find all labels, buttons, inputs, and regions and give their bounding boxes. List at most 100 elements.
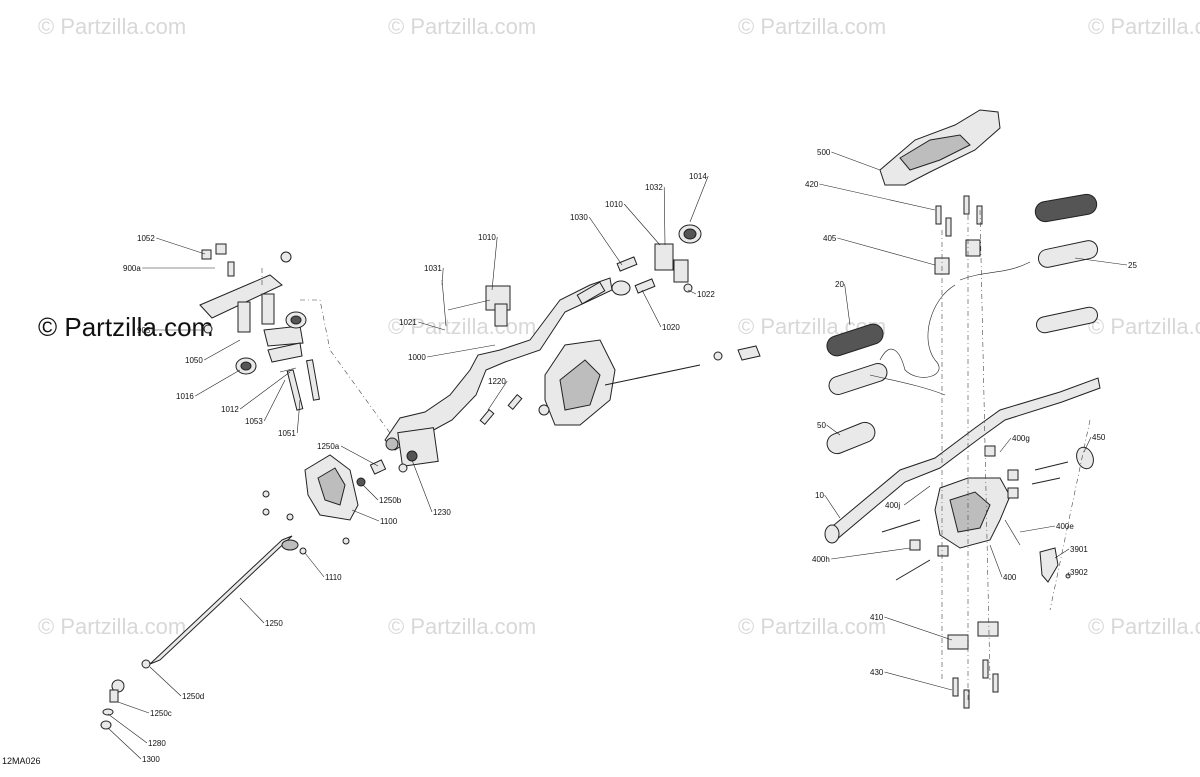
bolt [963,689,970,709]
callout-label: 1250d [182,692,204,701]
clamp-cap [965,239,981,257]
clamp-block [673,259,689,283]
callout-leader [663,186,666,246]
screw [262,490,270,498]
watermark: © Partzilla.com [388,314,536,339]
callout-leader [826,424,841,436]
watermark: © Partzilla.com [1088,314,1200,339]
callout-label: 1051 [278,429,296,438]
clamp-assembly [199,243,396,441]
bolt [935,205,942,225]
watermark-side: © Partzilla.com [38,312,213,342]
callout-label: 400h [812,555,830,564]
throttle-cable [879,284,956,378]
collar [141,659,151,669]
callout-label: 1280 [148,739,166,748]
bolt [976,205,983,225]
steering-arm [384,224,702,473]
callout-label: 450 [1092,433,1106,442]
shaft-tube [149,535,293,665]
bolt [945,217,952,237]
callout-leader [156,237,206,255]
callout-leader [687,289,697,295]
callout-leader [117,701,150,714]
screw [286,513,294,521]
washer [356,477,366,487]
callout-leader [884,616,953,641]
callout-label: 500 [817,148,831,157]
callout-label: 900a [123,264,141,273]
throttle-cable [959,261,1031,281]
callout-leader [362,484,379,501]
callout-label: 1010 [605,200,623,209]
callout-leader [588,216,623,266]
callout-label: 420 [805,180,819,189]
bolt [963,195,970,215]
callout-leader [340,445,379,467]
callout-label: 1300 [142,755,160,764]
callout-label: 1110 [325,573,342,582]
assembly-line [1049,419,1091,611]
bolt [1031,477,1061,485]
callout-label: 400g [1012,434,1030,443]
spring-pin [279,367,297,373]
callout-leader [623,203,661,246]
nut [215,243,227,255]
callout-layer: 1052900a90510501016101210531051103110101… [107,148,1137,764]
callout-leader [411,459,433,513]
watermark: © Partzilla.com [738,614,886,639]
nut [203,324,213,334]
callout-leader [831,547,911,560]
tube [576,281,606,305]
callout-leader [195,369,241,397]
callout-label: 1250a [317,442,340,451]
callout-label: 1220 [488,377,506,386]
grip-sleeve [828,363,888,395]
grip-sleeve [1037,240,1099,268]
callout-label: 1014 [689,172,707,181]
callout-leader [263,379,286,422]
callout-leader [239,597,265,624]
callout-leader [1083,436,1092,453]
callout-label: 3902 [1070,568,1088,577]
clamp-block [654,243,674,271]
nut [937,545,949,557]
callout-leader [107,713,148,744]
grip-sleeve [826,421,876,455]
callout-label: 1016 [176,392,194,401]
callout-leader [240,371,291,410]
nut [1007,469,1019,481]
grip [1034,193,1098,223]
spring [1004,519,1021,546]
lower-clamp [977,621,999,637]
callout-label: 400e [1056,522,1074,531]
handlebar-end [824,524,840,544]
callout-label: 25 [1128,261,1137,270]
handlebar-pad-pattern [899,134,971,171]
wire [869,374,946,396]
callout-label: 1052 [137,234,155,243]
riser-block-inner [949,491,991,533]
callout-leader [989,544,1003,578]
callout-leader [441,267,444,286]
callout-label: 1020 [662,323,680,332]
clamp-half [263,325,304,347]
callout-leader [689,175,709,223]
housing-inner [559,359,601,411]
nut [201,249,212,260]
bolt [479,409,495,425]
shaft-collar [281,539,299,551]
callout-label: 400j [885,501,900,510]
callout-label: 1022 [697,290,715,299]
ball-joint-stud [109,689,119,703]
callout-label: 1250b [379,496,402,505]
bolt [982,659,989,679]
watermark: © Partzilla.com [388,14,536,39]
callout-label: 1032 [645,183,663,192]
nut [713,351,723,361]
bolt [447,299,491,311]
washer [406,450,418,462]
callout-leader [1067,571,1070,577]
callout-leader [427,344,496,358]
